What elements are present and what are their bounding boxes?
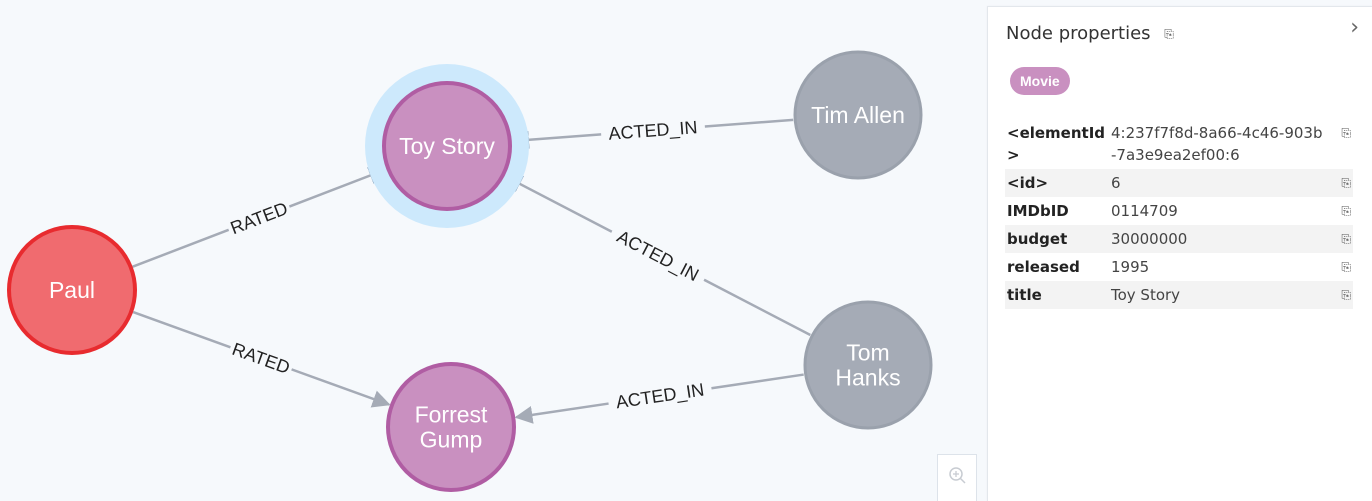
relationship-label: RATED — [230, 339, 293, 378]
node-label: Gump — [420, 427, 483, 453]
relationship-line[interactable] — [703, 278, 811, 337]
node-label: Paul — [49, 277, 95, 303]
node-tim-allen[interactable]: Tim Allen — [793, 50, 923, 180]
node-label: Forrest — [415, 402, 488, 428]
node-circle[interactable] — [793, 50, 923, 180]
node-paul[interactable]: Paul — [7, 225, 137, 355]
node-circle[interactable] — [803, 300, 933, 430]
copy-icon[interactable]: ⎘ — [1164, 26, 1174, 41]
property-key: title — [1005, 281, 1109, 309]
property-row: IMDbID 0114709 ⎘ — [1005, 197, 1353, 225]
zoom-in-icon — [949, 467, 966, 484]
node-label: Toy Story — [399, 133, 495, 159]
relationship-line[interactable] — [291, 368, 391, 408]
property-value: 0114709 — [1111, 202, 1178, 220]
relationship-line[interactable] — [288, 167, 388, 208]
zoom-in-button[interactable] — [937, 454, 977, 501]
relationship-label: ACTED_IN — [613, 226, 702, 286]
property-row: released 1995 ⎘ — [1005, 253, 1353, 281]
relationship-label: ACTED_IN — [608, 117, 698, 145]
relationship-line[interactable] — [132, 310, 231, 349]
relationship-acted-in[interactable]: ACTED_IN — [511, 117, 794, 149]
property-key: released — [1007, 258, 1080, 276]
node-circle[interactable] — [386, 362, 516, 492]
node-label: Tom — [846, 340, 889, 366]
panel-title: Node properties ⎘ — [1006, 23, 1174, 44]
property-row: <elementId>4:237f7f8d-8a66-4c46-903b-7a3… — [1005, 119, 1353, 169]
relationship-line[interactable] — [503, 175, 613, 233]
relationship-acted-in[interactable]: ACTED_IN — [503, 175, 811, 337]
copy-icon[interactable]: ⎘ — [1341, 260, 1351, 274]
property-value: 6 — [1109, 169, 1327, 197]
chevron-right-icon[interactable]: › — [1350, 15, 1359, 40]
copy-icon[interactable]: ⎘ — [1327, 281, 1353, 309]
relationship-line[interactable] — [711, 373, 804, 390]
relationship-line[interactable] — [132, 228, 230, 268]
property-row: <id>6⎘ — [1005, 169, 1353, 197]
properties-table: <elementId>4:237f7f8d-8a66-4c46-903b-7a3… — [1005, 119, 1353, 309]
node-label: Hanks — [835, 365, 900, 391]
label-badge-movie[interactable]: Movie — [1010, 67, 1070, 95]
copy-icon[interactable]: ⎘ — [1327, 169, 1353, 197]
node-label: Tim Allen — [811, 102, 905, 128]
property-value: 4:237f7f8d-8a66-4c46-903b-7a3e9ea2ef00:6 — [1111, 124, 1323, 164]
node-toy-story[interactable]: Toy Story — [365, 64, 529, 228]
relationship-label: ACTED_IN — [615, 379, 706, 413]
node-circle[interactable] — [7, 225, 137, 355]
relationship-line[interactable] — [514, 402, 609, 424]
property-value: 1995 — [1111, 258, 1150, 276]
property-value: 30000000 — [1109, 225, 1327, 253]
property-key: <id> — [1005, 169, 1109, 197]
relationship-line[interactable] — [704, 118, 794, 128]
copy-icon[interactable]: ⎘ — [1341, 126, 1351, 140]
node-properties-panel: Node properties ⎘ › Movie <elementId>4:2… — [987, 6, 1372, 501]
property-value: Toy Story — [1109, 281, 1327, 309]
property-key: <elementId> — [1007, 124, 1106, 164]
relationship-acted-in[interactable]: ACTED_IN — [514, 373, 804, 424]
relationship-rated[interactable]: RATED — [132, 310, 391, 408]
copy-icon[interactable]: ⎘ — [1327, 225, 1353, 253]
copy-icon[interactable]: ⎘ — [1341, 204, 1351, 218]
relationship-label: RATED — [228, 198, 291, 238]
panel-title-text: Node properties — [1006, 23, 1151, 44]
node-circle[interactable] — [382, 81, 512, 211]
property-key: IMDbID — [1007, 202, 1069, 220]
relationship-rated[interactable]: RATED — [132, 167, 388, 268]
property-key: budget — [1005, 225, 1109, 253]
